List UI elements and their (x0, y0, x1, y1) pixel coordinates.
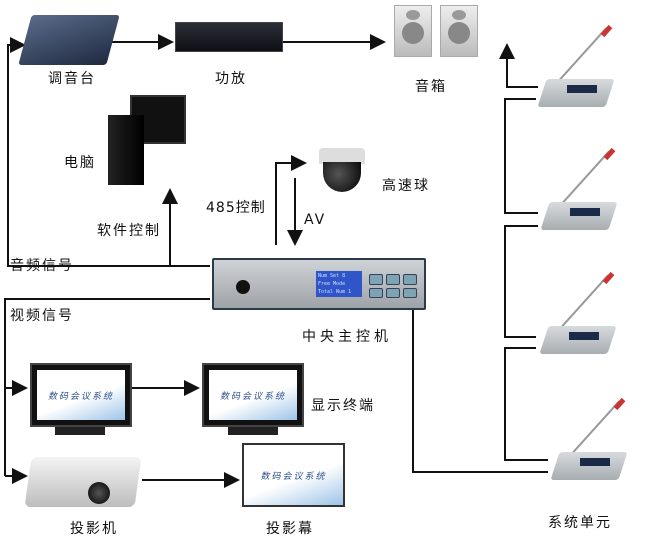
lcd-line: Free Mode (318, 281, 346, 287)
projector-image (24, 457, 142, 507)
camera-label: 高速球 (382, 178, 430, 194)
pc-label: 电脑 (64, 155, 96, 171)
system-unit-2 (540, 147, 618, 230)
speaker-label: 音箱 (415, 79, 447, 95)
projector-lens (88, 482, 110, 504)
display-terminal-2-image: 数码会议系统 (202, 363, 304, 427)
projection-screen-label: 投影幕 (266, 521, 314, 537)
audio-signal-label: 音频信号 (10, 258, 74, 274)
tv-stand (55, 427, 105, 435)
lcd-line: Num Set 8 (318, 273, 346, 279)
host-lcd: Num Set 8 Free Mode Total Num 1 (316, 271, 362, 297)
display-label: 显示终端 (311, 398, 375, 414)
control485-label: 485控制 (206, 200, 266, 216)
host-knob (236, 280, 250, 294)
amplifier-label: 功放 (215, 71, 247, 87)
system-unit-4 (550, 397, 628, 480)
mixer-label: 调音台 (48, 71, 96, 87)
speed-dome-camera-image (313, 148, 371, 194)
projection-screen-image: 数码会议系统 (242, 443, 345, 507)
system-unit-label: 系统单元 (548, 515, 612, 531)
amplifier-image (175, 22, 283, 52)
mixer-image (18, 15, 120, 65)
screen-text: 数码会议系统 (37, 370, 125, 420)
screen-text: 数码会议系统 (209, 370, 297, 420)
video-signal-label: 视频信号 (10, 308, 74, 324)
speaker-right-image (440, 5, 478, 57)
software-control-label: 软件控制 (97, 223, 161, 239)
central-host-image: Num Set 8 Free Mode Total Num 1 (212, 258, 426, 310)
av-label: AV (304, 212, 327, 228)
host-label: 中央主控机 (302, 329, 392, 345)
projector-label: 投影机 (70, 521, 118, 537)
lcd-line: Total Num 1 (318, 289, 352, 295)
system-unit-3 (539, 271, 617, 354)
host-keypad (369, 274, 417, 298)
display-terminal-1-image: 数码会议系统 (30, 363, 132, 427)
pc-tower-image (108, 115, 144, 185)
tv-stand (228, 427, 278, 435)
system-unit-1 (537, 24, 615, 107)
speaker-left-image (394, 5, 432, 57)
